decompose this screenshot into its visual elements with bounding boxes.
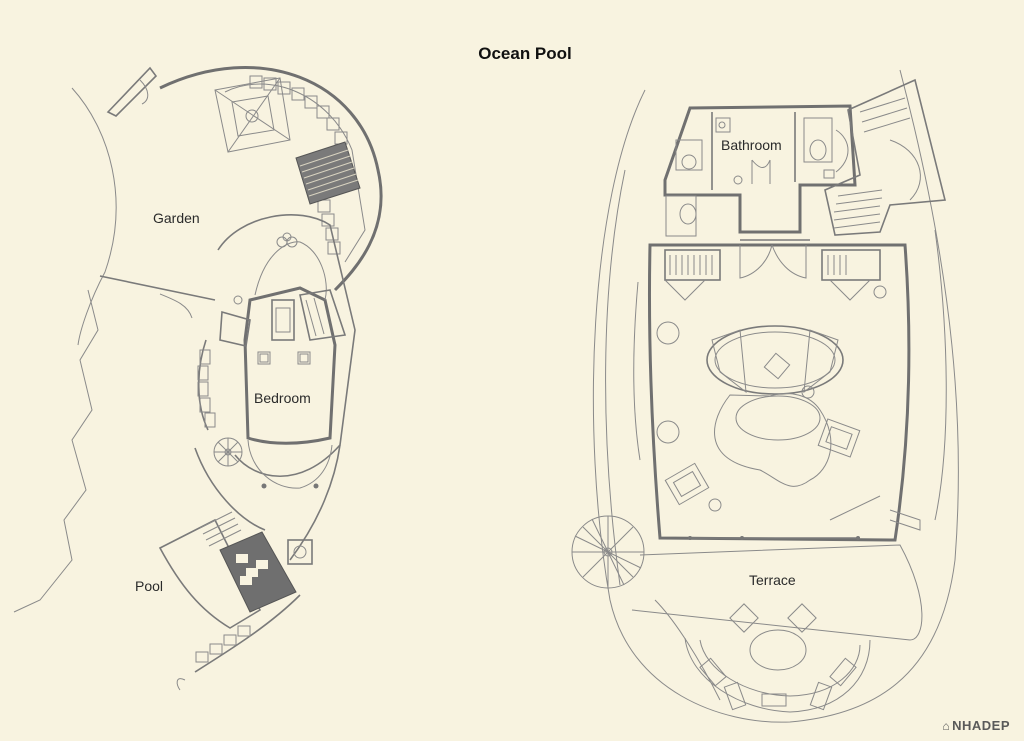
living-room	[633, 239, 911, 542]
garden-divider-wall	[99, 275, 216, 301]
bathroom-staircase	[824, 78, 947, 236]
garden-pavilion	[214, 77, 291, 153]
spiral-seating-blocks	[249, 75, 348, 255]
entry-gate	[106, 66, 158, 117]
sun-deck	[295, 141, 361, 205]
lower-shoreline	[13, 289, 99, 613]
lower-lobby-arc	[247, 439, 333, 489]
garden-door-arc	[159, 293, 193, 319]
label-garden: Garden	[153, 210, 200, 226]
watermark-text: NHADEP	[952, 718, 1010, 733]
house-icon: ⌂	[942, 719, 951, 733]
bathroom-block	[663, 104, 857, 237]
left-spiral-stair	[213, 437, 243, 467]
entry-door-arc	[139, 79, 149, 105]
garden-shoreline	[71, 87, 117, 346]
plan-title: Ocean Pool	[478, 44, 572, 63]
outer-hull	[592, 69, 959, 723]
inner-hull-right	[934, 229, 947, 521]
pool-area	[158, 511, 313, 691]
spiral-outer-wall	[159, 66, 383, 292]
spiral-seating-line	[224, 83, 366, 263]
label-bedroom: Bedroom	[254, 390, 311, 406]
bench-seats	[197, 349, 216, 428]
inner-hull-left	[605, 169, 626, 586]
label-terrace: Terrace	[749, 572, 796, 588]
bedroom-pod	[217, 214, 356, 489]
label-pool: Pool	[135, 578, 164, 594]
right-floor-plan	[571, 69, 959, 723]
walkway-inner	[194, 447, 266, 531]
terrace	[631, 509, 923, 713]
left-floor-plan	[13, 66, 383, 691]
watermark: ⌂NHADEP	[942, 718, 1010, 733]
left-window	[633, 281, 641, 461]
terrace-spiral-stair	[571, 515, 645, 589]
walkway-outer	[289, 444, 341, 561]
label-bathroom: Bathroom	[721, 137, 782, 153]
pod-entry-arch	[254, 241, 327, 301]
